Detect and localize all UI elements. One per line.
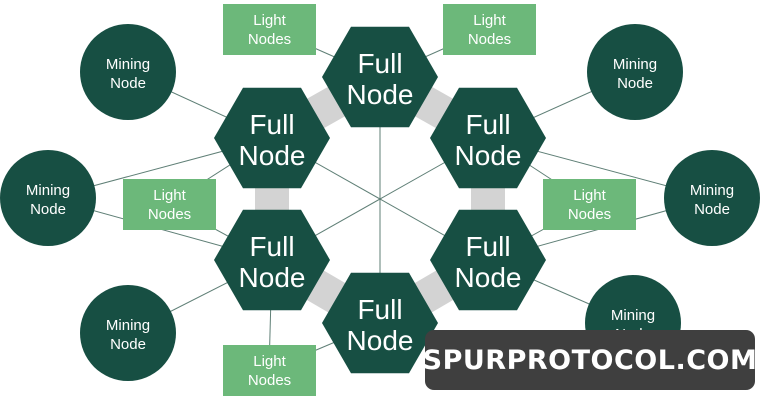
light-node-box [443,4,536,55]
mining-node-label-line1: Mining [611,307,655,324]
full-node-label-line1: Full [249,231,294,262]
mining-node-circle [0,150,96,246]
light-node-label-line1: Light [473,12,506,29]
full-node-label-line2: Node [347,79,414,110]
network-nodes: FullNodeFullNodeFullNodeFullNodeFullNode… [0,4,760,396]
full-node-hexagon [322,272,438,374]
mining-node-label-line1: Mining [26,182,70,199]
full-node-label-line1: Full [465,231,510,262]
light-node-label-line1: Light [153,187,186,204]
watermark-text: SPURPROTOCOL.COM [422,344,758,376]
light-node-box [223,4,316,55]
full-node-label-line2: Node [455,140,522,171]
mining-node-circle [80,285,176,381]
light-node-label-line2: Nodes [148,206,191,223]
mining-node-label-line1: Mining [106,317,150,334]
light-node-box [543,179,636,230]
full-node-label-line1: Full [357,294,402,325]
light-node-label-line2: Nodes [248,372,291,389]
full-node-hexagon [214,209,330,311]
light-node-label-line2: Nodes [468,31,511,48]
mining-node-circle [80,24,176,120]
mining-node-label-line2: Node [694,201,730,218]
mining-node-label-line1: Mining [690,182,734,199]
light-node-label-line1: Light [253,12,286,29]
light-node-label-line1: Light [253,353,286,370]
full-node-hexagon [430,209,546,311]
light-node-label-line2: Nodes [568,206,611,223]
mining-node-circle [587,24,683,120]
mining-node-label-line2: Node [30,201,66,218]
mining-node-label-line2: Node [110,336,146,353]
full-node-label-line1: Full [357,48,402,79]
full-node-label-line2: Node [239,140,306,171]
light-node-label-line2: Nodes [248,31,291,48]
full-node-hexagon [214,87,330,189]
full-node-label-line2: Node [455,262,522,293]
full-node-label-line2: Node [347,325,414,356]
mining-node-label-line1: Mining [613,56,657,73]
full-node-hexagon [430,87,546,189]
light-node-box [223,345,316,396]
full-node-label-line1: Full [249,109,294,140]
mining-node-label-line1: Mining [106,56,150,73]
watermark-banner: SPURPROTOCOL.COM [422,330,758,390]
mining-node-label-line2: Node [110,75,146,92]
mining-node-circle [664,150,760,246]
full-node-label-line2: Node [239,262,306,293]
full-node-hexagon [322,26,438,128]
full-node-label-line1: Full [465,109,510,140]
light-node-label-line1: Light [573,187,606,204]
light-node-box [123,179,216,230]
mining-node-label-line2: Node [617,75,653,92]
